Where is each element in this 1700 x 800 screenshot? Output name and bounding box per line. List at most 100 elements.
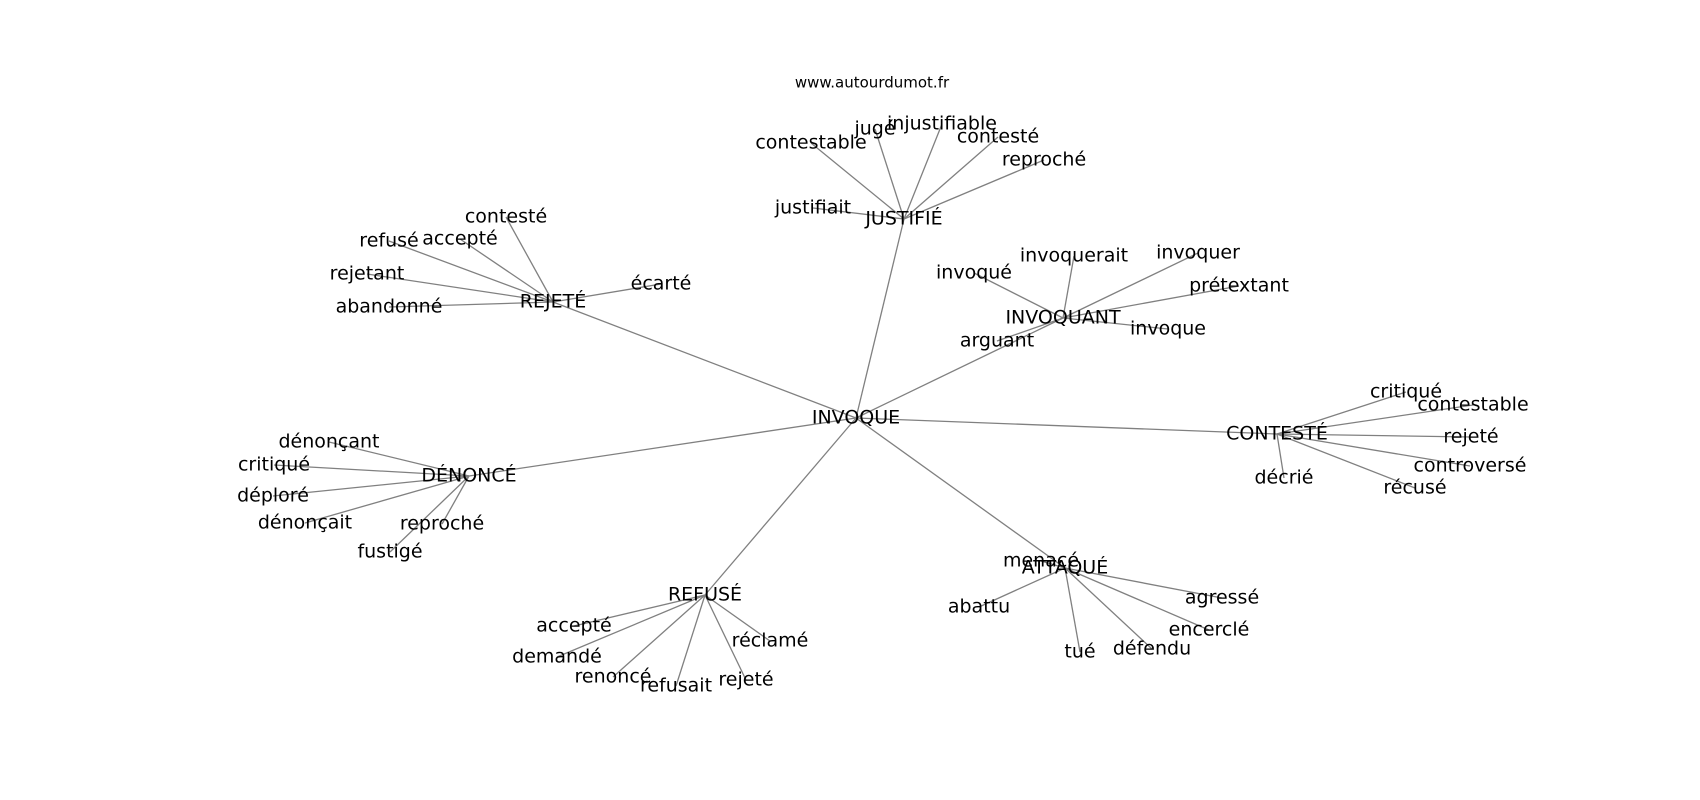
leaf-word-refuse: refusait (640, 675, 712, 697)
leaf-word-refuse: réclamé (732, 630, 809, 652)
edge-denonce-leaf (304, 475, 470, 524)
edge-justifie-leaf (812, 207, 905, 220)
leaf-word-justifie: reproché (1002, 149, 1086, 171)
edge-center-to-conteste (855, 417, 1278, 435)
leaf-word-attaque: défendu (1113, 638, 1191, 660)
leaf-word-attaque: encerclé (1169, 619, 1250, 641)
leaf-word-conteste: controversé (1414, 455, 1527, 477)
leaf-word-attaque: agressé (1185, 587, 1259, 609)
leaf-word-justifie: contestable (755, 132, 866, 154)
edge-refuse-leaf (556, 594, 706, 658)
edge-attaque-leaf (1064, 567, 1153, 650)
leaf-word-conteste: décrié (1255, 467, 1314, 489)
leaf-word-justifie: jugé (853, 118, 895, 140)
leaf-word-denonce: fustigé (357, 541, 422, 563)
edge-invoquant-leaf (1062, 255, 1075, 319)
edge-conteste-leaf (1276, 433, 1471, 467)
hub-word-conteste: CONTESTÉ (1226, 422, 1328, 445)
leaf-word-rejete: abandonné (336, 296, 443, 318)
leaf-word-denonce: critiqué (238, 454, 310, 476)
leaf-word-conteste: critiqué (1370, 381, 1442, 403)
leaf-word-justifie: contesté (957, 126, 1039, 148)
edge-attaque-leaf (1040, 560, 1066, 569)
leaf-word-invoquant: invoqué (936, 262, 1012, 284)
edge-invoquant-leaf (996, 317, 1064, 342)
edge-center-to-denonce (468, 417, 857, 477)
graph-edges (272, 123, 1474, 687)
leaf-word-rejete: refusé (359, 230, 418, 252)
edge-rejete-leaf (388, 240, 554, 303)
edge-refuse-leaf (704, 594, 771, 642)
edge-refuse-leaf (675, 594, 706, 687)
leaf-word-invoquant: invoquer (1156, 242, 1240, 264)
graph-labels: www.autourdumot.fr INVOQUE contestableju… (237, 74, 1529, 697)
edge-rejete-leaf (505, 216, 554, 303)
edge-center-to-justifie (855, 218, 905, 419)
leaf-word-conteste: contestable (1417, 394, 1528, 416)
edge-invoquant-leaf (973, 272, 1064, 319)
leaf-word-denonce: dénonçait (258, 512, 352, 534)
edge-center-to-refuse (704, 417, 857, 596)
edge-conteste-leaf (1276, 391, 1407, 435)
edge-rejete-leaf (366, 273, 554, 303)
leaf-word-refuse: renoncé (575, 666, 652, 688)
leaf-word-attaque: tué (1064, 641, 1095, 663)
leaf-word-attaque: menacé (1003, 550, 1079, 572)
hub-word-attaque: ATTAQUÉ (1022, 556, 1108, 579)
edge-denonce-leaf (272, 475, 470, 497)
edge-rejete-leaf (459, 238, 554, 303)
watermark-text: www.autourdumot.fr (795, 74, 950, 92)
leaf-word-denonce: dénonçant (278, 431, 379, 453)
hub-word-justifie: JUSTIFIÉ (864, 207, 942, 230)
leaf-word-rejete: contesté (465, 206, 547, 228)
edge-attaque-leaf (978, 567, 1066, 608)
leaf-word-refuse: demandé (512, 646, 602, 668)
edge-justifie-leaf (810, 142, 905, 220)
leaf-word-denonce: reproché (400, 513, 484, 535)
leaf-word-rejete: écarté (631, 273, 692, 295)
center-word: INVOQUE (812, 407, 900, 429)
edge-justifie-leaf (903, 136, 999, 220)
edge-conteste-leaf (1276, 433, 1285, 479)
leaf-word-invoquant: arguant (960, 330, 1034, 352)
leaf-word-justifie: injustifiable (887, 113, 997, 135)
hub-word-rejete: REJETÉ (520, 290, 586, 313)
edge-attaque-leaf (1064, 567, 1081, 653)
leaf-word-rejete: rejetant (330, 263, 405, 285)
edge-rejete-leaf (552, 283, 662, 303)
edge-conteste-leaf (1276, 433, 1416, 489)
edge-attaque-leaf (1064, 567, 1223, 599)
edge-center-to-rejete (552, 301, 857, 419)
leaf-word-invoquant: invoquerait (1020, 245, 1128, 267)
hub-word-refuse: REFUSÉ (668, 583, 742, 606)
leaf-word-invoquant: prétextant (1189, 275, 1289, 297)
leaf-word-conteste: récusé (1383, 477, 1446, 499)
hub-word-denonce: DÉNONCÉ (421, 464, 516, 487)
edge-refuse-leaf (612, 594, 706, 678)
edge-justifie-leaf (903, 123, 943, 220)
edge-refuse-leaf (573, 594, 706, 627)
leaf-word-refuse: rejeté (718, 669, 773, 691)
edge-invoquant-leaf (1062, 252, 1199, 319)
leaf-word-refuse: accepté (536, 615, 611, 637)
edge-conteste-leaf (1276, 433, 1472, 438)
edge-justifie-leaf (874, 128, 905, 220)
edge-denonce-leaf (328, 441, 470, 477)
edge-denonce-leaf (389, 475, 470, 553)
edge-center-to-attaque (855, 417, 1066, 569)
edge-justifie-leaf (903, 159, 1045, 220)
edge-rejete-leaf (388, 301, 554, 308)
edge-denonce-leaf (441, 475, 470, 525)
edge-attaque-leaf (1064, 567, 1210, 631)
leaf-word-invoquant: invoque (1130, 318, 1206, 340)
edge-conteste-leaf (1276, 404, 1474, 435)
edge-center-to-invoquant (855, 317, 1064, 419)
leaf-word-conteste: rejeté (1443, 426, 1498, 448)
edge-refuse-leaf (704, 594, 747, 681)
leaf-word-denonce: déploré (237, 485, 309, 507)
leaf-word-attaque: abattu (948, 596, 1010, 618)
leaf-word-rejete: accepté (422, 228, 497, 250)
edge-invoquant-leaf (1062, 317, 1169, 330)
hub-word-invoquant: INVOQUANT (1005, 307, 1121, 329)
